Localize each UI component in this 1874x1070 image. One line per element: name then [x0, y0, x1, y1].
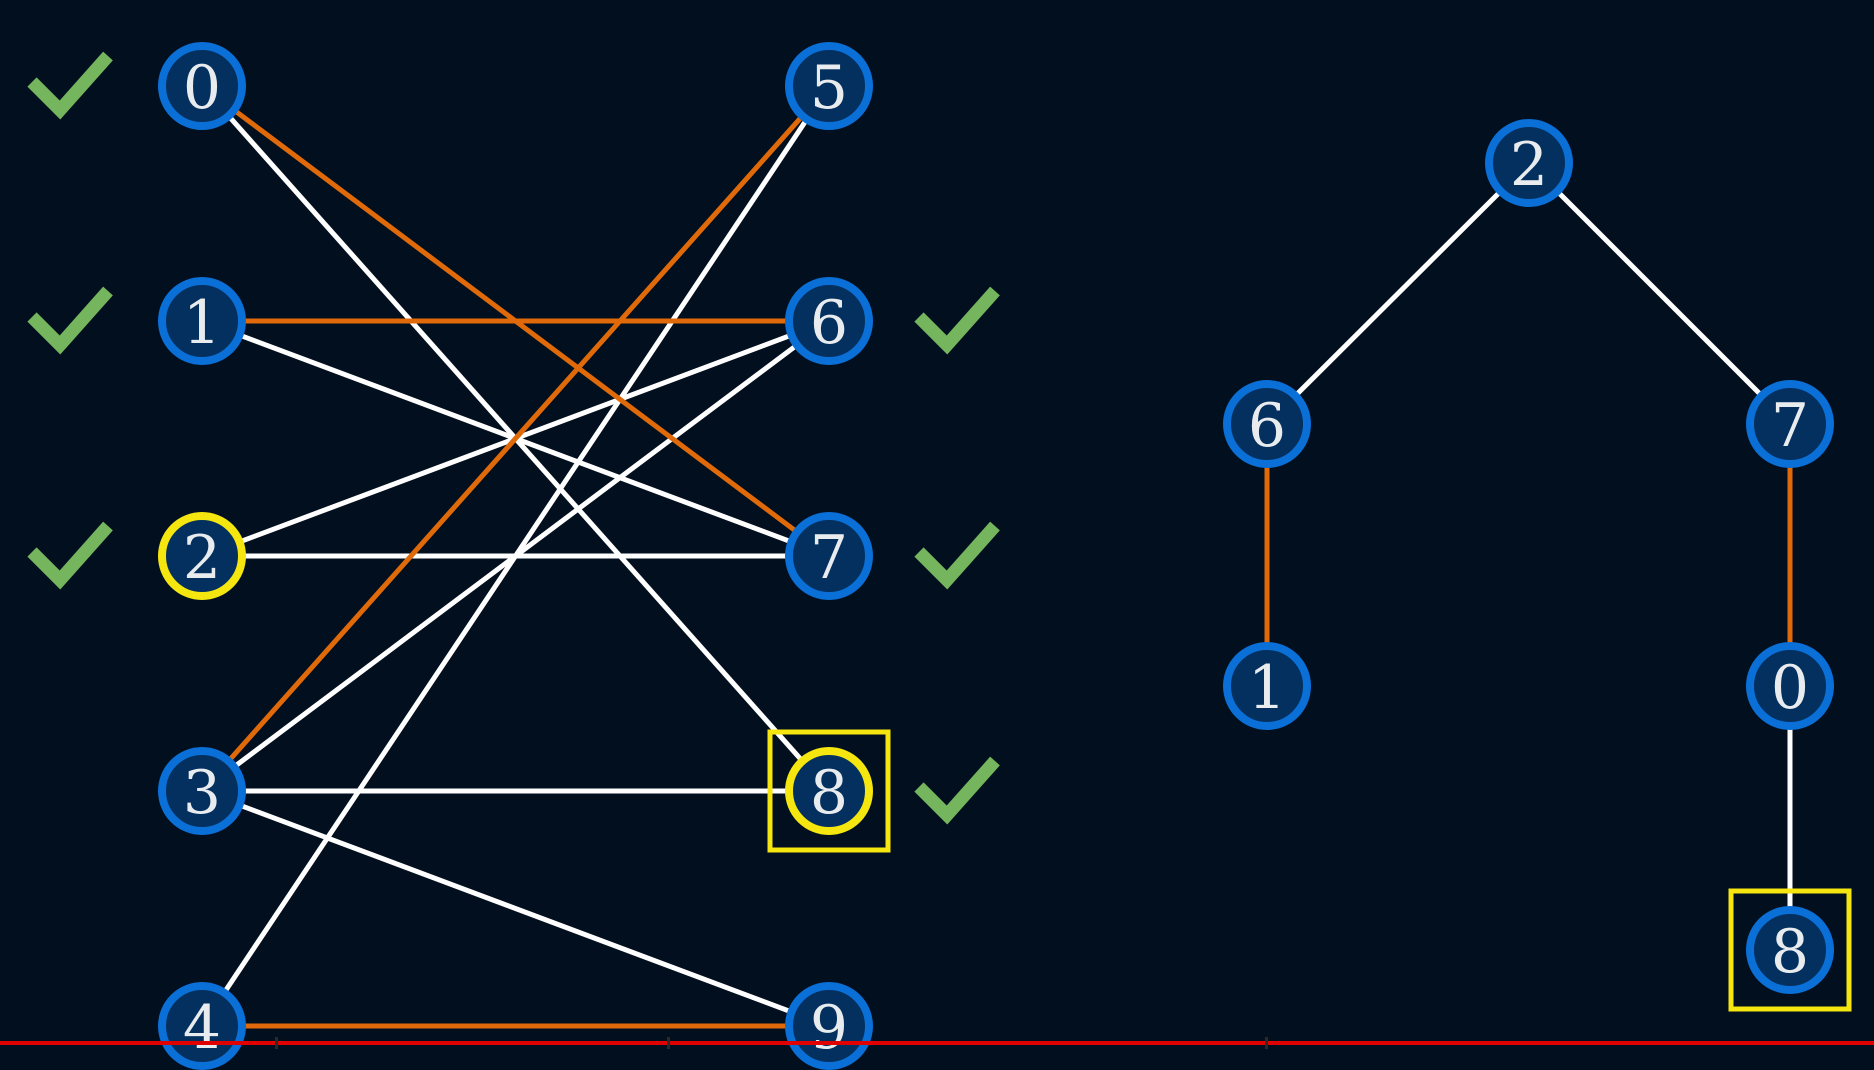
tree-node-7: 7: [1746, 380, 1834, 468]
bipartite-node-label-5: 5: [810, 53, 848, 123]
tree-node-circle-8: [1746, 906, 1834, 994]
tree-node-label-6: 6: [1248, 391, 1286, 461]
bipartite-node-9: 9: [785, 982, 873, 1070]
bipartite-node-circle-2: [158, 512, 246, 600]
tree-node-0: 0: [1746, 642, 1834, 730]
bipartite-node-circle-6: [785, 277, 873, 365]
check-marks: [27, 51, 1000, 825]
tree-nodes: 2 6 7 1 0 8: [1223, 119, 1852, 1012]
bipartite-node-label-4: 4: [183, 993, 221, 1063]
bipartite-node-circle-5: [785, 42, 873, 130]
bipartite-node-circle-0: [158, 42, 246, 130]
check-icon-7: [914, 521, 1000, 590]
bipartite-node-circle-7: [785, 512, 873, 600]
tree-node-6: 6: [1223, 380, 1311, 468]
bipartite-node-circle-4: [158, 982, 246, 1070]
bipartite-edge-3-9: [201, 788, 830, 1029]
tree-node-label-7: 7: [1771, 391, 1809, 461]
tree-edge-2-7: [1527, 161, 1792, 426]
bipartite-node-6: 6: [785, 277, 873, 365]
bipartite-node-2: 2: [158, 512, 246, 600]
bipartite-node-label-6: 6: [810, 288, 848, 358]
tree-node-circle-7: [1746, 380, 1834, 468]
chapter-marker-2: [667, 1037, 671, 1049]
bipartite-node-8: 8: [767, 729, 891, 853]
bipartite-nodes: 0 1 2 3 4 5 6 7 8 9: [158, 42, 891, 1070]
check-icon-6: [914, 286, 1000, 355]
progress-fill: [0, 1041, 1874, 1045]
bipartite-node-0: 0: [158, 42, 246, 130]
check-icon-1: [27, 286, 113, 355]
bipartite-node-label-0: 0: [183, 53, 221, 123]
chapter-marker-3: [1264, 1037, 1268, 1049]
tree-node-circle-6: [1223, 380, 1311, 468]
tree-node-label-1: 1: [1248, 653, 1286, 723]
tree-highlight-box-8: [1728, 888, 1852, 1012]
tree-node-label-8: 8: [1771, 917, 1809, 987]
tree-node-circle-0: [1746, 642, 1834, 730]
video-progress-bar[interactable]: [0, 1037, 1874, 1049]
bipartite-edge-4-5: [199, 84, 832, 1028]
tree-node-circle-2: [1485, 119, 1573, 207]
bipartite-node-label-2: 2: [183, 523, 221, 593]
tree-node-1: 1: [1223, 642, 1311, 730]
check-icon-2: [27, 521, 113, 590]
bipartite-edges: [199, 83, 832, 1029]
tree-node-label-0: 0: [1771, 653, 1809, 723]
tree-node-label-2: 2: [1510, 130, 1548, 200]
bipartite-node-label-9: 9: [810, 993, 848, 1063]
bipartite-node-5: 5: [785, 42, 873, 130]
bipartite-highlight-box-8: [767, 729, 891, 853]
bipartite-node-circle-1: [158, 277, 246, 365]
tree-node-8: 8: [1728, 888, 1852, 1012]
bipartite-node-1: 1: [158, 277, 246, 365]
check-icon-8: [914, 756, 1000, 825]
bipartite-node-label-1: 1: [183, 288, 221, 358]
check-icon-0: [27, 51, 113, 120]
bipartite-edge-3-5-matched: [200, 84, 831, 793]
bipartite-node-label-7: 7: [810, 523, 848, 593]
tree-node-2: 2: [1485, 119, 1573, 207]
chapter-marker-1: [275, 1037, 279, 1049]
bipartite-node-circle-9: [785, 982, 873, 1070]
bipartite-node-7: 7: [785, 512, 873, 600]
bipartite-node-circle-3: [158, 747, 246, 835]
tree-edges: [1264, 161, 1793, 950]
bipartite-node-3: 3: [158, 747, 246, 835]
bipartite-node-label-3: 3: [183, 758, 221, 828]
bipartite-node-circle-8: [785, 747, 873, 835]
tree-node-circle-1: [1223, 642, 1311, 730]
bipartite-node-label-8: 8: [810, 758, 848, 828]
tree-edge-2-6: [1265, 161, 1531, 426]
bipartite-node-4: 4: [158, 982, 246, 1070]
